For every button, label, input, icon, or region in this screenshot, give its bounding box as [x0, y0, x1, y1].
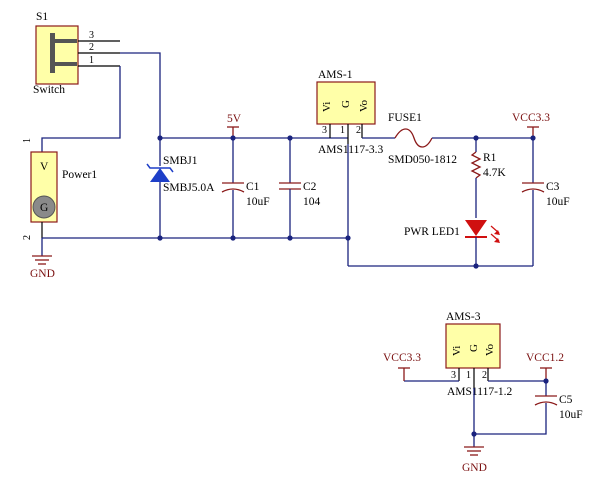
tvs-ref: SMBJ1 — [163, 155, 198, 167]
c5-value: 10uF — [559, 409, 583, 421]
net-vcc33-label: VCC3.3 — [512, 112, 550, 124]
junction-dot — [473, 135, 479, 141]
junction-dot — [473, 263, 479, 269]
junction-dot — [543, 378, 549, 384]
ams1-pin3-no: 3 — [322, 125, 327, 136]
ams1-body — [316, 81, 376, 125]
gnd-left-icon — [32, 255, 52, 265]
ams3-pin1-no: 1 — [466, 370, 471, 381]
ams3-part: AMS1117-1.2 — [447, 386, 513, 398]
ams3-pin3-no: 3 — [451, 370, 456, 381]
ams1-pin1-no: 1 — [340, 125, 345, 136]
power-pin-g: G — [40, 202, 48, 214]
junction-dot — [287, 235, 293, 241]
c1-value: 10uF — [246, 196, 270, 208]
ams1-ref: AMS-1 — [318, 69, 353, 81]
r1-value: 4.7K — [483, 167, 506, 179]
ams1-pin-vi: Vi — [321, 102, 333, 112]
switch-body — [35, 25, 79, 85]
r1-ref: R1 — [483, 152, 497, 164]
ams3-body — [445, 323, 501, 369]
r1-resistor-icon — [470, 151, 482, 179]
junction-dot — [530, 135, 536, 141]
ams3-pin-g: G — [468, 344, 480, 352]
c5-plate-bottom — [534, 401, 558, 406]
junction-dot — [345, 235, 351, 241]
c3-value: 10uF — [546, 196, 570, 208]
switch-pin1-no: 1 — [89, 55, 94, 66]
c5-ref: C5 — [559, 394, 573, 406]
power-ref: Power1 — [62, 169, 97, 181]
fuse-ref: FUSE1 — [388, 112, 422, 124]
junction-dot — [230, 135, 236, 141]
ams3-pin2-no: 2 — [482, 370, 487, 381]
led-diode-icon — [465, 220, 487, 236]
gnd-left-label: GND — [30, 268, 55, 280]
switch-pin2-no: 2 — [89, 42, 94, 53]
power-jack-icon — [32, 195, 56, 219]
fuse-part: SMD050-1812 — [388, 154, 457, 166]
gnd-bottom-label: GND — [462, 462, 487, 474]
ams3-ref: AMS-3 — [446, 311, 481, 323]
switch-ref: S1 — [36, 11, 48, 23]
ams1-part: AMS1117-3.3 — [318, 144, 384, 156]
junction-dot — [157, 135, 163, 141]
ams3-pin-vo: Vo — [484, 343, 496, 356]
power-pin2-no: 2 — [22, 235, 33, 240]
c2-value: 104 — [303, 196, 321, 208]
switch-pin3-no: 3 — [89, 30, 94, 41]
c3-plate-bottom — [521, 188, 545, 193]
gnd-bottom-icon — [464, 446, 484, 456]
junction-dot — [157, 235, 163, 241]
net-vcc33b-label: VCC3.3 — [383, 352, 421, 364]
switch-name: Switch — [33, 84, 65, 96]
c2-ref: C2 — [303, 181, 317, 193]
junction-dots — [157, 135, 549, 437]
led-light-arrows-icon — [490, 225, 500, 243]
power-pin-v: V — [40, 161, 49, 173]
c1-plate-bottom — [221, 188, 245, 193]
ams1-pin2-no: 2 — [356, 125, 361, 136]
power-pin1-no: 1 — [22, 138, 33, 143]
switch-contacts-icon — [50, 33, 77, 73]
tvs-bar — [146, 163, 174, 173]
junction-dot — [230, 235, 236, 241]
ams3-pin-vi: Vi — [451, 346, 463, 356]
wire-switch-to-5v — [120, 52, 161, 138]
junction-dot — [287, 135, 293, 141]
led-ref: PWR LED1 — [404, 226, 460, 238]
tvs-diode-icon — [150, 168, 170, 182]
ams1-pin-g: G — [340, 100, 352, 108]
tvs-value: SMBJ5.0A — [163, 182, 215, 194]
wire-switch-to-power — [41, 66, 121, 152]
ams1-pin-vo: Vo — [358, 99, 370, 112]
net-vcc12-label: VCC1.2 — [526, 352, 564, 364]
junction-dot — [471, 431, 477, 437]
c3-ref: C3 — [546, 181, 560, 193]
net-5v-label: 5V — [227, 113, 242, 125]
fuse-symbol — [394, 128, 433, 148]
c5-gnd-wire — [474, 403, 547, 435]
c1-ref: C1 — [246, 181, 260, 193]
